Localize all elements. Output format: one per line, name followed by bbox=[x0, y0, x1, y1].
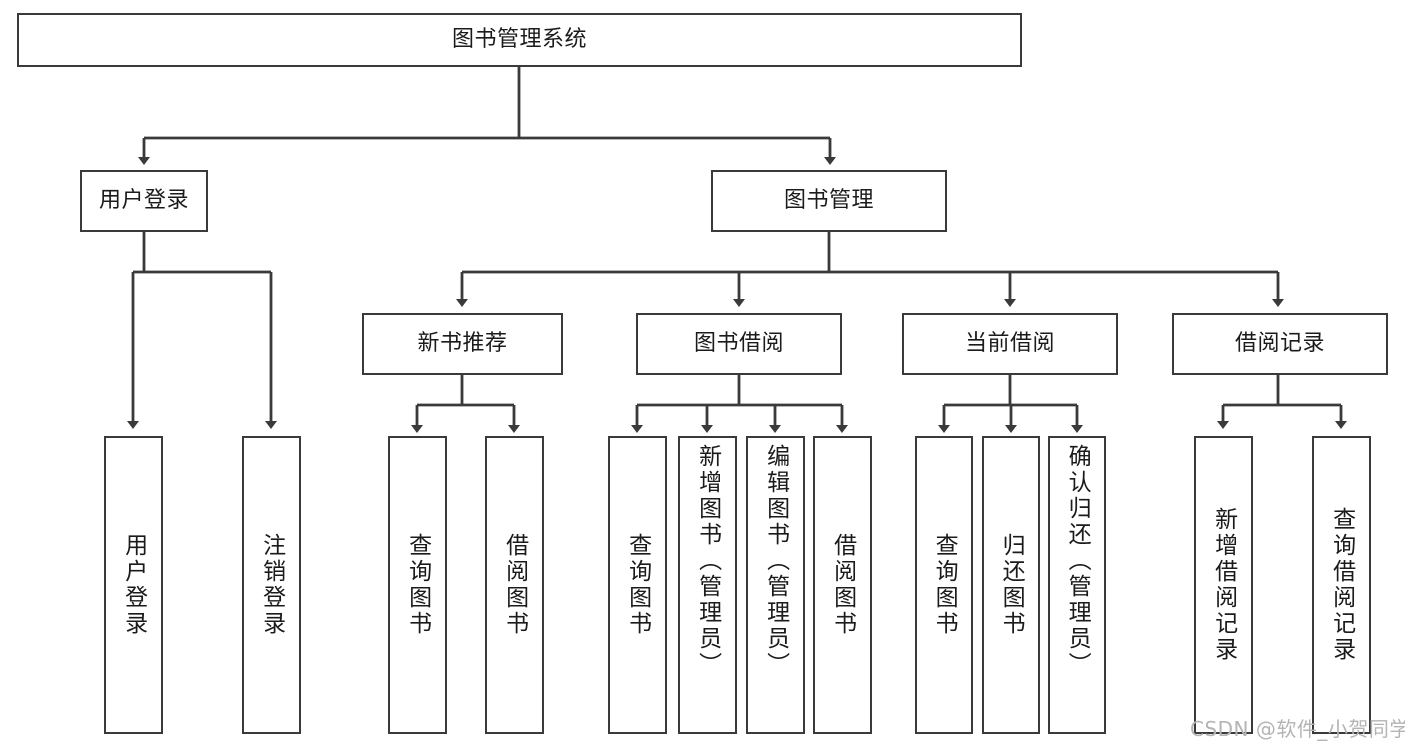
leaf-edit-book[interactable]: 编辑图书（管理员） bbox=[746, 436, 805, 734]
node-book-borrow-label: 图书借阅 bbox=[693, 331, 784, 357]
leaf-query-record[interactable]: 查询借阅记录 bbox=[1312, 436, 1371, 734]
node-borrow-record-label: 借阅记录 bbox=[1234, 331, 1325, 357]
leaf-return-book-label: 归还图书 bbox=[998, 533, 1025, 637]
leaf-user-logout-label: 注销登录 bbox=[258, 533, 285, 637]
leaf-user-login-label: 用户登录 bbox=[120, 533, 147, 637]
leaf-query-book-2-label: 查询图书 bbox=[624, 533, 651, 637]
node-book-management[interactable]: 图书管理 bbox=[711, 170, 947, 232]
node-new-book-recommend-label: 新书推荐 bbox=[417, 331, 508, 357]
leaf-return-book[interactable]: 归还图书 bbox=[982, 436, 1040, 734]
leaf-confirm-return-label: 确认归还（管理员） bbox=[1064, 444, 1091, 678]
leaf-borrow-book-2-label: 借阅图书 bbox=[829, 533, 856, 637]
csdn-watermark: CSDN @软件_小贺同学 bbox=[1190, 717, 1405, 741]
node-borrow-record[interactable]: 借阅记录 bbox=[1172, 313, 1388, 375]
node-root[interactable]: 图书管理系统 bbox=[17, 13, 1022, 67]
leaf-query-book-1[interactable]: 查询图书 bbox=[388, 436, 447, 734]
leaf-borrow-book-1[interactable]: 借阅图书 bbox=[485, 436, 544, 734]
node-root-label: 图书管理系统 bbox=[451, 27, 587, 53]
leaf-borrow-book-1-label: 借阅图书 bbox=[501, 533, 528, 637]
leaf-add-book[interactable]: 新增图书（管理员） bbox=[678, 436, 737, 734]
node-user-login-label: 用户登录 bbox=[98, 188, 189, 214]
leaf-borrow-book-2[interactable]: 借阅图书 bbox=[813, 436, 872, 734]
node-current-borrow-label: 当前借阅 bbox=[964, 331, 1055, 357]
leaf-query-record-label: 查询借阅记录 bbox=[1328, 507, 1355, 663]
node-book-borrow[interactable]: 图书借阅 bbox=[636, 313, 842, 375]
leaf-query-book-2[interactable]: 查询图书 bbox=[608, 436, 667, 734]
node-current-borrow[interactable]: 当前借阅 bbox=[902, 313, 1118, 375]
leaf-query-book-3-label: 查询图书 bbox=[931, 533, 958, 637]
leaf-add-book-label: 新增图书（管理员） bbox=[694, 444, 721, 678]
node-user-login[interactable]: 用户登录 bbox=[80, 170, 208, 232]
leaf-user-login[interactable]: 用户登录 bbox=[104, 436, 163, 734]
leaf-query-book-3[interactable]: 查询图书 bbox=[915, 436, 973, 734]
leaf-add-record-label: 新增借阅记录 bbox=[1210, 507, 1237, 663]
leaf-user-logout[interactable]: 注销登录 bbox=[242, 436, 301, 734]
leaf-confirm-return[interactable]: 确认归还（管理员） bbox=[1048, 436, 1106, 734]
node-new-book-recommend[interactable]: 新书推荐 bbox=[362, 313, 563, 375]
node-book-management-label: 图书管理 bbox=[783, 188, 874, 214]
leaf-edit-book-label: 编辑图书（管理员） bbox=[762, 444, 789, 678]
leaf-add-record[interactable]: 新增借阅记录 bbox=[1194, 436, 1253, 734]
leaf-query-book-1-label: 查询图书 bbox=[404, 533, 431, 637]
